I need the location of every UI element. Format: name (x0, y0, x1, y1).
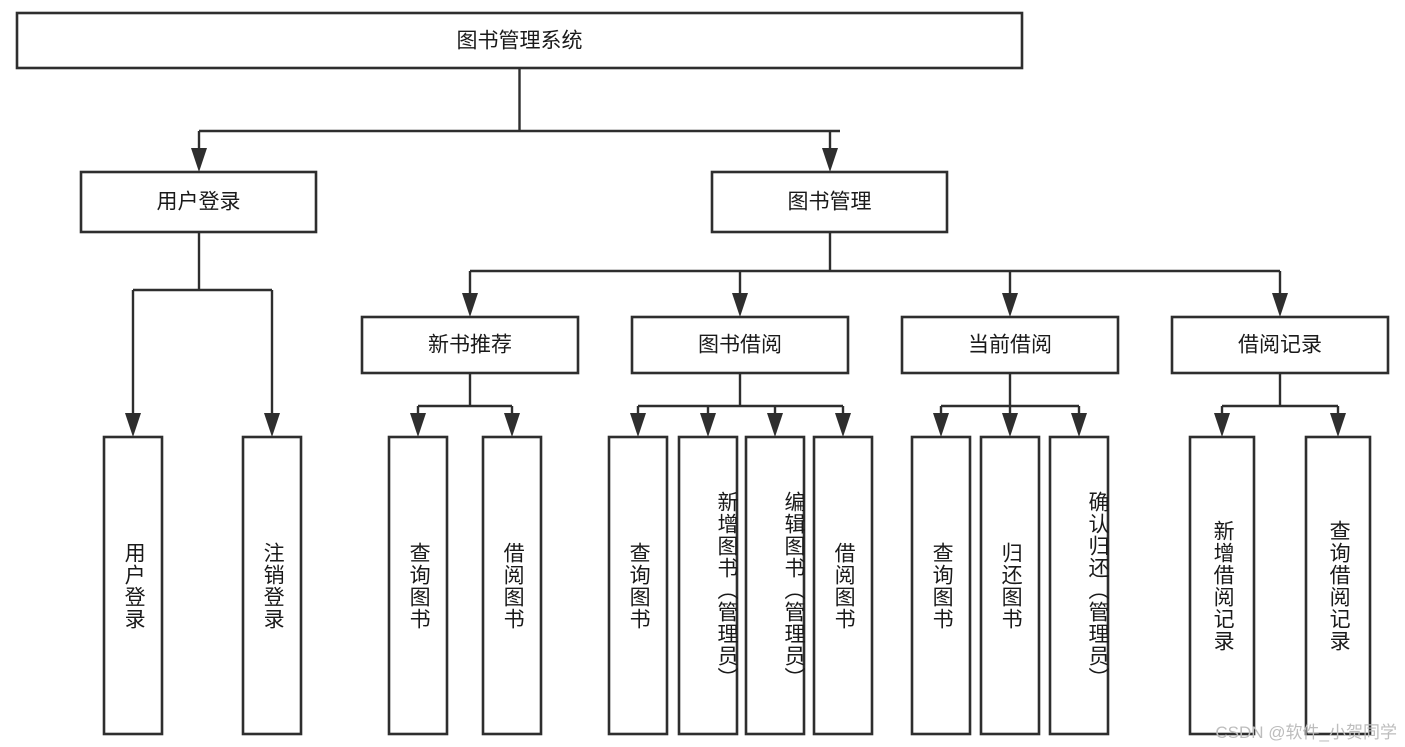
connector-group-root (191, 68, 840, 172)
node-book-manage[interactable]: 图书管理 (710, 170, 949, 234)
node-borrow-record[interactable]: 借阅记录 (1170, 315, 1390, 375)
arrow-head-br-leaf-2 (1330, 413, 1346, 437)
arrow-head-user-login-leaf-1 (125, 413, 141, 437)
node-current-borrow[interactable]: 当前借阅 (900, 315, 1120, 375)
arrow-head-bm-to-current-borrow (1002, 293, 1018, 317)
connector-group-user-login (125, 232, 280, 437)
node-new-book-recommend[interactable]: 新书推荐 (360, 315, 580, 375)
connector-group-book-borrow (630, 373, 851, 437)
connector-group-current-borrow (933, 373, 1087, 437)
arrow-head-bb-leaf-3 (767, 413, 783, 437)
leaf-box-user-login-2[interactable] (241, 435, 303, 736)
connector-group-borrow-record (1214, 373, 1346, 437)
node-new-book-recommend-label: 新书推荐 (428, 334, 512, 357)
leaf-box-new-book-1[interactable] (387, 435, 449, 736)
node-root-label: 图书管理系统 (457, 30, 583, 53)
leaf-group-user-login (102, 435, 303, 736)
leaf-group-new-book-recommend (387, 435, 543, 736)
arrow-head-bm-to-borrow-record (1272, 293, 1288, 317)
leaf-box-current-borrow-1[interactable] (910, 435, 972, 736)
connector-group-new-book (410, 373, 520, 437)
leaf-box-book-borrow-3[interactable] (744, 435, 806, 736)
leaf-box-borrow-record-1[interactable] (1188, 435, 1256, 736)
arrow-head-br-leaf-1 (1214, 413, 1230, 437)
leaf-group-book-borrow (607, 435, 874, 736)
arrow-head-cb-leaf-2 (1002, 413, 1018, 437)
arrow-head-cb-leaf-3 (1071, 413, 1087, 437)
node-root-box[interactable] (15, 11, 1024, 70)
arrow-head-nb-leaf-2 (504, 413, 520, 437)
node-borrow-record-label: 借阅记录 (1238, 334, 1322, 357)
leaf-box-borrow-record-2[interactable] (1304, 435, 1372, 736)
leaf-box-current-borrow-3[interactable] (1048, 435, 1110, 736)
node-book-borrow-box[interactable] (630, 315, 850, 375)
arrow-head-bb-leaf-2 (700, 413, 716, 437)
node-root-book-system[interactable]: 图书管理系统 (15, 11, 1024, 70)
arrow-head-root-to-book-manage (822, 148, 838, 172)
node-borrow-record-box[interactable] (1170, 315, 1390, 375)
leaf-box-user-login-1[interactable] (102, 435, 164, 736)
leaf-box-current-borrow-2[interactable] (979, 435, 1041, 736)
arrow-head-user-login-leaf-2 (264, 413, 280, 437)
leaf-group-current-borrow (910, 435, 1110, 736)
arrow-head-nb-leaf-1 (410, 413, 426, 437)
arrow-head-cb-leaf-1 (933, 413, 949, 437)
node-book-borrow[interactable]: 图书借阅 (630, 315, 850, 375)
arrow-head-bb-leaf-1 (630, 413, 646, 437)
node-user-login[interactable]: 用户登录 (79, 170, 318, 234)
leaf-box-book-borrow-1[interactable] (607, 435, 669, 736)
node-book-manage-box[interactable] (710, 170, 949, 234)
node-current-borrow-label: 当前借阅 (968, 334, 1052, 357)
leaf-box-book-borrow-2[interactable] (677, 435, 739, 736)
arrow-head-bm-to-new-book (462, 293, 478, 317)
node-user-login-label: 用户登录 (157, 191, 241, 214)
node-book-manage-label: 图书管理 (788, 191, 872, 214)
node-user-login-box[interactable] (79, 170, 318, 234)
connector-group-book-manage (462, 232, 1288, 317)
node-new-book-recommend-box[interactable] (360, 315, 580, 375)
node-book-borrow-label: 图书借阅 (698, 334, 782, 357)
node-current-borrow-box[interactable] (900, 315, 1120, 375)
arrow-head-bb-leaf-4 (835, 413, 851, 437)
leaf-group-borrow-record (1188, 435, 1372, 736)
leaf-box-new-book-2[interactable] (481, 435, 543, 736)
arrow-head-root-to-user-login (191, 148, 207, 172)
arrow-head-bm-to-book-borrow (732, 293, 748, 317)
leaf-box-book-borrow-4[interactable] (812, 435, 874, 736)
